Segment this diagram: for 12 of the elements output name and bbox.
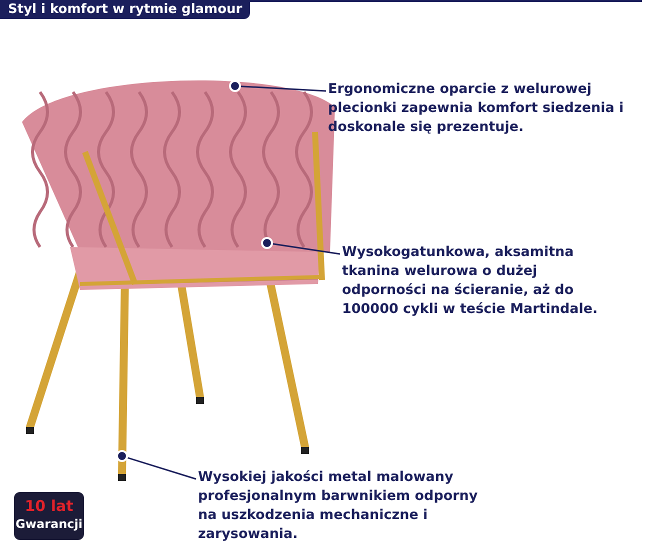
warranty-badge [14, 492, 84, 540]
warranty-label: Gwarancji [14, 517, 84, 531]
leader-line [272, 243, 340, 255]
leader-line [240, 86, 326, 92]
leader-line [128, 457, 196, 480]
callout-dot [116, 450, 128, 462]
callout-text: Wysokogatunkowa, aksamitna tkanina welurowa o dużej odporności na ścieranie, aż do 100000 cykli w teście Martindale. [342, 243, 612, 319]
callout-text: Wysokiej jakości metal malowany profesjonalnym barwnikiem odporny na uszkodzenia mechaniczne i zarysowania. [198, 468, 498, 544]
title: Styl i komfort w rytmie glamour [0, 0, 250, 19]
callout-text: Ergonomiczne oparcie z welurowej plecionki zapewnia komfort siedzenia i doskonale się prezentuje. [328, 80, 633, 137]
callout-dot [229, 80, 241, 92]
warranty-years: 10 lat [24, 497, 74, 515]
